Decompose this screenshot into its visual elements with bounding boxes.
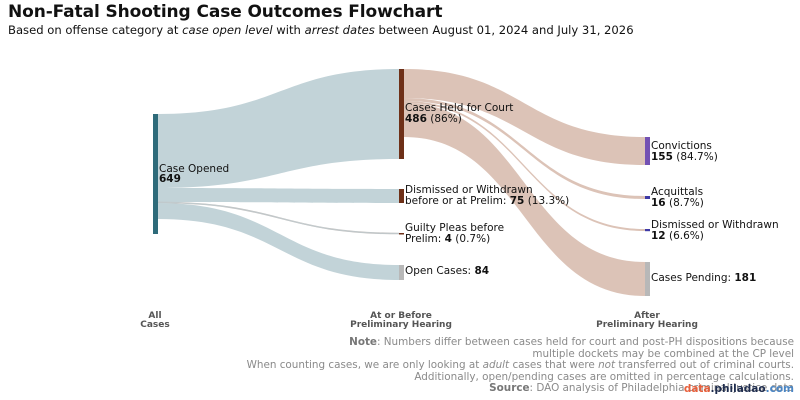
node-bar-guilty-prelim [399,233,404,235]
chart-subtitle: Based on offense category at case open l… [8,23,634,37]
brand-link[interactable]: data.philadao.com [683,383,794,395]
note-line-3: When counting cases, we are only looking… [246,359,794,372]
value-dismissed-post: 12 (6.6%) [651,230,704,242]
label-held: Cases Held for Court [405,102,513,114]
node-bar-dismissed-post [645,229,650,232]
link-held-convictions [404,69,645,165]
value-acquittals: 16 (8.7%) [651,197,704,209]
link-held-acquittals [404,98,645,199]
note-line-1: Note: Numbers differ between cases held … [349,336,794,348]
stage-label-after-ph-2: Preliminary Hearing [596,320,698,330]
node-bar-held [399,69,404,159]
footnotes: Note: Numbers differ between cases held … [246,336,794,395]
node-bar-convictions [645,137,650,165]
node-bar-open [399,265,404,280]
chart-title: Non-Fatal Shooting Case Outcomes Flowcha… [8,2,443,22]
source-line: Source: DAO analysis of Philadelphia cri… [489,382,794,395]
stage-label-before-ph: At or Before [370,311,432,321]
node-bar-acquittals [645,196,650,199]
value-case-opened: 649 [159,173,181,185]
label-guilty-prelim-1: Guilty Pleas before [405,222,504,234]
link-opened-open [158,203,399,280]
label-dismissed-post: Dismissed or Withdrawn [651,219,779,231]
note-line-4: Additionally, open/pending cases are omi… [414,370,794,383]
link-held-pending [404,103,645,296]
node-bar-case-opened [153,114,158,234]
label-acquittals: Acquittals [651,186,703,198]
link-opened-dismissed [158,188,399,203]
note-line-2: multiple dockets may be combined at the … [532,347,794,360]
label-open: Open Cases: 84 [405,265,489,277]
value-held: 486 (86%) [405,113,462,125]
label-dismissed-prelim-1: Dismissed or Withdrawn [405,184,533,196]
link-held-dismissed [404,101,645,231]
label-convictions: Convictions [651,140,712,152]
stage-label-all: All [148,311,161,321]
label-guilty-prelim-2: Prelim: 4 (0.7%) [405,233,490,245]
node-bar-pending [645,262,650,296]
stage-label-all-2: Cases [140,320,170,330]
label-case-opened: Case Opened [159,163,229,175]
link-opened-held [158,69,399,188]
stage-label-after-ph: After [634,311,660,321]
value-convictions: 155 (84.7%) [651,151,718,163]
label-pending: Cases Pending: 181 [651,272,756,284]
label-dismissed-prelim-2: before or at Prelim: 75 (13.3%) [405,195,569,207]
stage-label-before-ph-2: Preliminary Hearing [350,320,452,330]
node-bar-dismissed-prelim [399,189,404,203]
